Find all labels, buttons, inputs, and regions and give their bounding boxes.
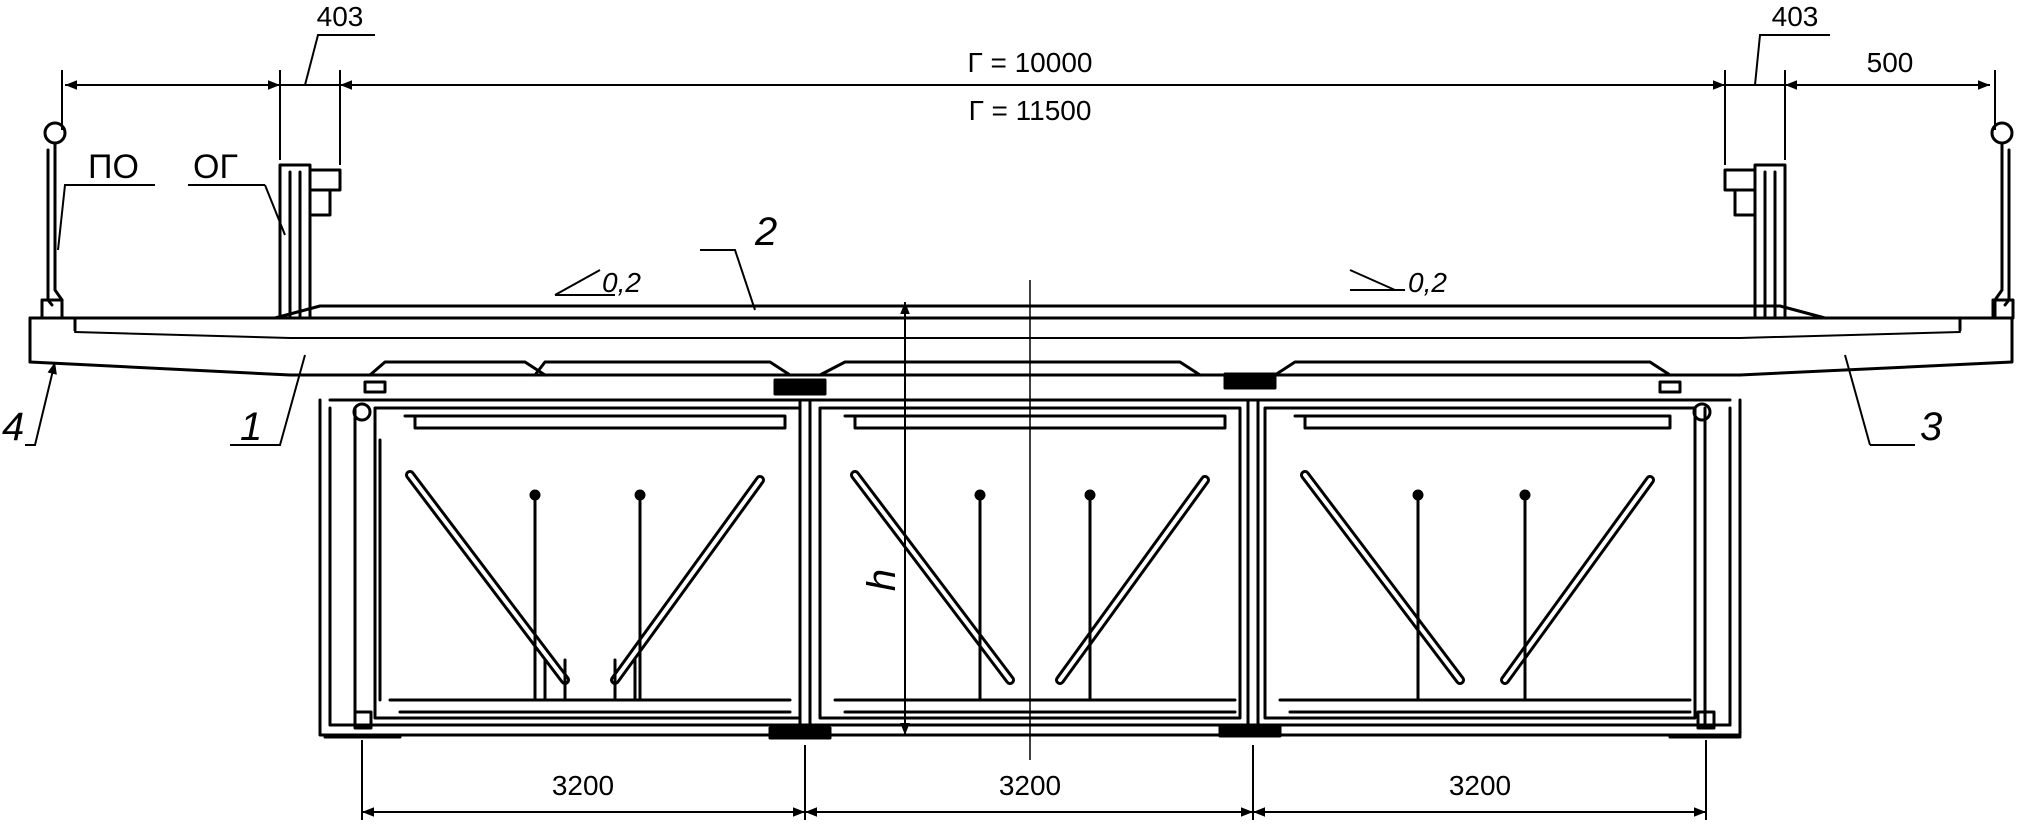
callout-3: 3 xyxy=(1920,405,1942,449)
gauge-label-top: Г = 10000 xyxy=(968,47,1093,78)
slope-right-label: 0,2 xyxy=(1408,267,1447,298)
bay-1 xyxy=(373,406,802,720)
offset-right-label: 403 xyxy=(1772,1,1819,32)
callout-4-arrow xyxy=(25,361,57,446)
spacing-3-label: 3200 xyxy=(1449,770,1511,801)
height-label: h xyxy=(860,569,904,591)
callout-4: 4 xyxy=(2,405,24,449)
slope-left-label: 0,2 xyxy=(602,267,641,298)
beam-flanges xyxy=(363,360,1682,396)
left-pedestrian-railing xyxy=(40,121,67,320)
right-barrier-fence xyxy=(1723,163,1787,320)
right-pedestrian-railing xyxy=(1990,121,2015,320)
bay-3 xyxy=(1263,406,1697,720)
callout-2: 2 xyxy=(754,210,777,254)
left-barrier-fence xyxy=(278,163,342,320)
gauge-label-bottom: Г = 11500 xyxy=(969,95,1092,126)
barrier-fence-label: ОГ xyxy=(193,148,238,186)
deck-slab xyxy=(28,304,2014,377)
pedestrian-railing-label: ПО xyxy=(88,148,139,186)
spacing-2-label: 3200 xyxy=(999,770,1061,801)
offset-left-label: 403 xyxy=(317,1,364,32)
bottom-pads xyxy=(323,724,1742,740)
callout-1: 1 xyxy=(240,405,262,449)
spacing-1-label: 3200 xyxy=(552,770,614,801)
edge-right-label: 500 xyxy=(1867,47,1914,78)
